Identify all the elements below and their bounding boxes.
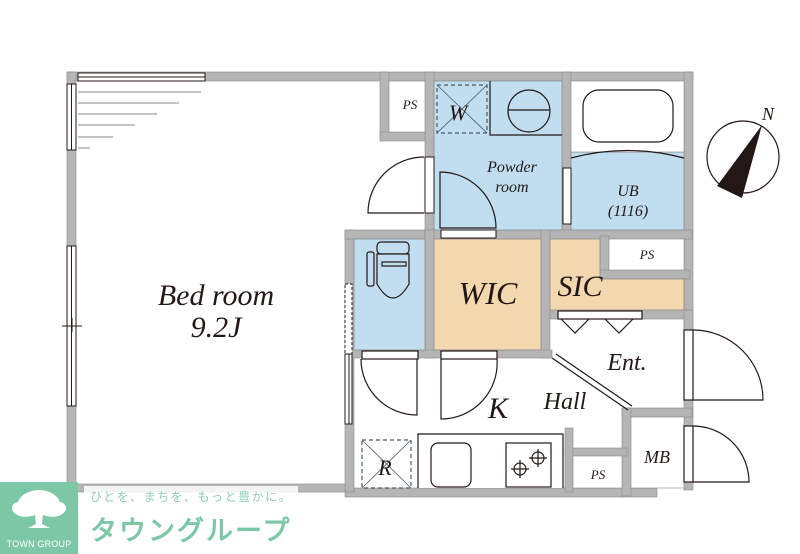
compass-north-label: N [761,104,775,124]
entrance-door [683,329,764,401]
refrigerator-space [361,439,412,489]
entrance-label: Ent. [606,350,646,376]
mb-door [683,425,750,483]
bedroom-door [367,156,435,214]
washer-label: W [449,100,469,125]
logo-brand-jp: タウングループ [90,516,292,547]
tree-icon [12,490,66,528]
window-top [77,72,206,82]
kitchen-label: K [487,392,510,425]
ps-top-label: PS [402,97,418,112]
hall-diagonal [551,353,633,411]
ub-label: UB [617,183,639,200]
powder-room-label-2: room [495,179,528,196]
refrigerator-label: R [377,455,392,480]
wic-label: WIC [459,275,518,311]
wall-lines [78,91,201,149]
bedroom-size: 9.2J [191,311,244,344]
logo: TOWN GROUP [0,482,78,554]
storage-areas [433,238,685,351]
powder-room-door [439,171,497,239]
logo-text: ひとを、まちを、もっと豊かに。 タウングループ [84,486,324,548]
logo-brand-en: TOWN GROUP [6,539,72,549]
hall-label: Hall [543,389,587,415]
sink [489,81,562,136]
ub-size: (1116) [608,203,648,220]
compass-icon [706,120,780,198]
sliding-door [344,283,353,425]
window-left [62,83,82,407]
ps-bottom-label: PS [590,467,606,482]
sic-door [557,310,643,334]
kitchen-counter [417,433,564,488]
bathtub [582,89,674,143]
sic-label: SIC [558,270,604,303]
wic-door [440,350,498,420]
logo-tagline: ひとを、まちを、もっと豊かに。 [84,486,299,507]
ps-right-label: PS [639,247,655,262]
bedroom-label: Bed room [158,279,274,312]
powder-room-label: Powder [486,159,538,176]
washer-space [436,84,488,134]
mb-label: MB [643,447,670,467]
toilet-door [360,350,419,416]
toilet [366,241,410,299]
